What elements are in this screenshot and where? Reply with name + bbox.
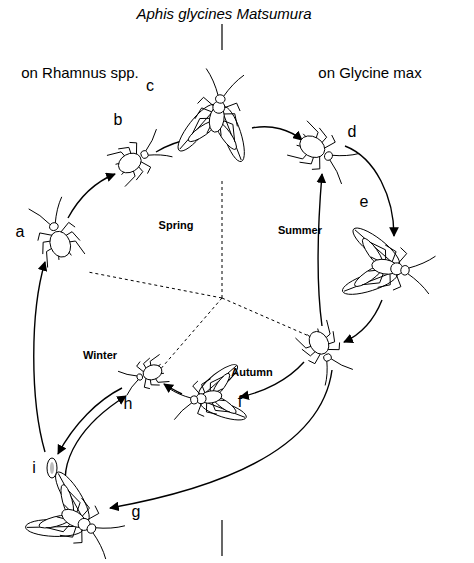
aphid-antenna [202, 68, 223, 96]
aphid-head [215, 94, 226, 104]
aphid-antenna [404, 273, 432, 294]
wingless-aphid [118, 354, 170, 396]
aphid-antenna [223, 72, 244, 100]
season-divider [222, 178, 223, 298]
aphid-leg [224, 101, 242, 111]
aphid-antenna [118, 366, 138, 382]
aphid-antenna [138, 129, 163, 152]
aphid-abdomen [141, 362, 164, 382]
aphid-leg [136, 362, 144, 374]
aphid-head [85, 522, 97, 535]
aphid-abdomen [305, 328, 333, 358]
aphid-head [139, 149, 149, 159]
season-label: Summer [278, 225, 322, 236]
season-divider [158, 298, 222, 372]
cycle-arrow [164, 384, 182, 394]
stage-letter: d [348, 124, 357, 140]
aphid-leg [327, 342, 342, 354]
aphid-leg [196, 403, 204, 418]
species-title: Aphis glycines Matsumura [136, 6, 311, 21]
cycle-arrow [110, 370, 332, 508]
aphid-antenna [47, 197, 69, 224]
aphid-antenna [172, 402, 195, 419]
season-label: Autumn [231, 367, 273, 378]
winged-aphid [18, 464, 134, 563]
aphid-antenna [322, 159, 350, 184]
aphid-abdomen [296, 132, 329, 162]
aphid-leg [58, 221, 75, 232]
cycle-arrow [252, 127, 302, 140]
aphid-leg [393, 274, 403, 292]
aphid-antenna [408, 252, 436, 273]
season-label: Spring [159, 220, 194, 231]
stage-letter: e [360, 194, 369, 210]
stage-letter: h [124, 396, 133, 412]
aphid-leg [398, 248, 408, 266]
stage-letter: c [146, 78, 154, 94]
aphid-antenna [169, 385, 192, 402]
stage-letter: i [32, 460, 36, 476]
aphid-antenna [95, 513, 125, 540]
host-divider [221, 520, 222, 556]
overwintering-egg [47, 458, 57, 478]
aphid-leg [312, 156, 325, 173]
stage-letter: g [132, 504, 141, 520]
aphid-head [323, 150, 334, 161]
aphid-head [48, 222, 59, 232]
aphid-leg [73, 529, 88, 547]
cycle-arrow [58, 388, 122, 454]
cycle-arrow [318, 174, 322, 326]
aphid-antenna [147, 145, 172, 168]
aphid-head [400, 265, 410, 276]
wingless-aphid [287, 121, 360, 186]
egg-shell [47, 458, 57, 478]
season-divider [222, 298, 318, 340]
aphid-leg [198, 96, 216, 106]
cycle-arrow [68, 174, 115, 218]
stage-letter: f [238, 394, 242, 410]
stage-letter: a [16, 224, 25, 240]
winged-aphid [171, 65, 263, 167]
host-label: on Glycine max [318, 65, 421, 80]
aphid-head [136, 373, 143, 381]
aphid-antenna [331, 142, 359, 167]
season-label: Winter [83, 350, 117, 361]
cycle-arrow [345, 146, 394, 236]
aphid-antenna [29, 204, 51, 231]
cycle-arrow [65, 396, 126, 498]
aphid-head [322, 352, 332, 362]
cycle-arrow [344, 300, 382, 342]
wingless-aphid [107, 127, 173, 186]
cycle-arrow [34, 262, 45, 452]
aphid-antenna [123, 379, 143, 395]
wingless-aphid [295, 320, 354, 386]
aphid-abdomen [115, 149, 145, 177]
wingless-aphid [27, 196, 85, 267]
egg-shading [50, 462, 54, 474]
stage-letter: b [114, 112, 123, 128]
aphid-antenna [315, 360, 338, 385]
host-divider [221, 24, 222, 50]
season-divider [88, 272, 222, 298]
host-label: on Rhamnus spp. [21, 65, 139, 80]
aphid-head [190, 395, 198, 404]
aphid-abdomen [46, 228, 74, 260]
aphid-antenna [330, 351, 353, 376]
aphid-leg [129, 139, 141, 154]
winged-aphid [337, 221, 439, 313]
aphid-antenna [84, 532, 114, 559]
